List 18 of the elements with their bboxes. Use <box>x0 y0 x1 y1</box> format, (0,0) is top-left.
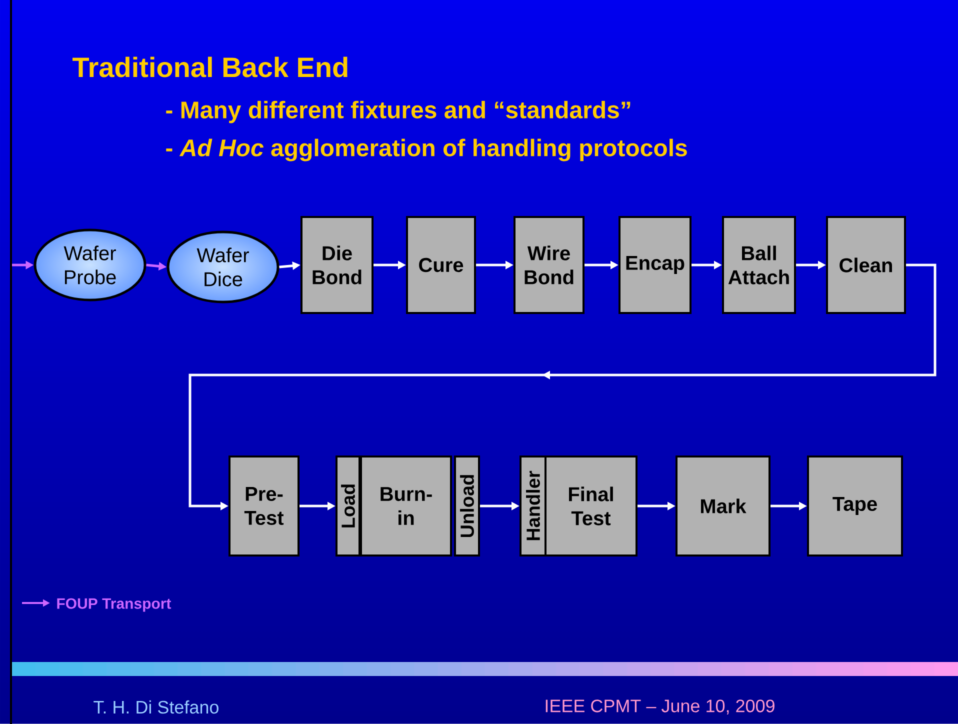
footer-text: IEEE CPMT – June 10, 2009 <box>546 700 774 714</box>
process-box: Encap <box>618 216 692 314</box>
subtitle: - Many different fixtures and “standards” <box>166 100 630 124</box>
process-box: Tape <box>807 456 903 556</box>
process-box: Clean <box>826 216 906 314</box>
process-box: Ball Attach <box>722 216 796 314</box>
process-box: Pre-Test <box>228 456 300 556</box>
subtitle: - Ad Hoc agglomeration of handling protocols <box>166 138 687 162</box>
side-box: Handler <box>520 456 546 556</box>
process-box: Mark <box>676 456 770 556</box>
side-box: Load <box>336 456 360 556</box>
side-box: Unload <box>454 456 480 556</box>
process-box: Cure <box>406 216 476 314</box>
legend-text: FOUP Transport <box>57 598 172 612</box>
title: Traditional Back End <box>72 56 348 78</box>
footer-text: T. H. Di Stefano <box>94 700 218 714</box>
process-box: Die Bond <box>300 216 374 314</box>
process-box: Wire Bond <box>514 216 584 314</box>
